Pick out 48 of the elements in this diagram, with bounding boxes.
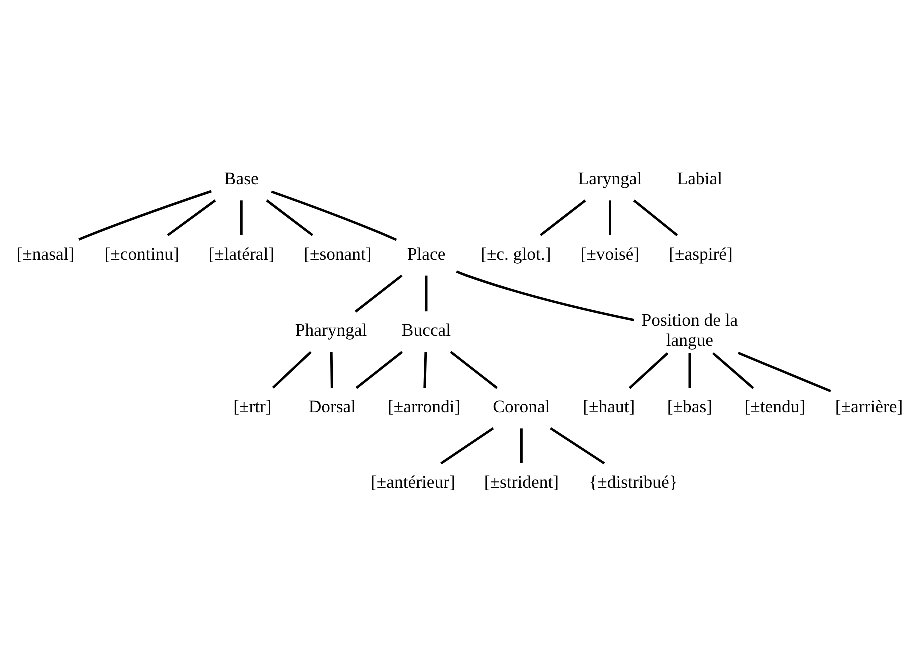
node-text: Place <box>407 243 446 264</box>
connector <box>440 426 494 464</box>
connector <box>609 200 612 235</box>
node-text: [±bas] <box>667 396 713 416</box>
connector <box>167 199 216 236</box>
node-text: [±nasal] <box>16 243 75 264</box>
node-text: Base <box>224 168 259 188</box>
connector <box>688 352 692 388</box>
connector <box>550 426 606 464</box>
connector <box>520 428 523 463</box>
connector <box>456 270 635 322</box>
node-text: [±antérieur] <box>371 471 456 492</box>
node-text: Dorsal <box>308 396 356 416</box>
connector <box>356 350 404 389</box>
node-text: [±arrière] <box>835 396 904 416</box>
connector <box>738 352 832 392</box>
connector <box>272 350 312 388</box>
node-text: [±arrondi] <box>388 396 461 416</box>
connector <box>271 190 398 241</box>
node-text: Labial <box>677 168 723 188</box>
node-text: Coronal <box>493 396 550 416</box>
connector <box>78 190 212 240</box>
node-text: [±tendu] <box>744 396 806 416</box>
node-text: [±haut] <box>583 396 636 416</box>
node-text: Laryngal <box>578 168 642 188</box>
connector <box>633 199 678 236</box>
node-text: Buccal <box>402 320 452 340</box>
node-text: [±continu] <box>104 243 180 264</box>
connector <box>540 199 586 236</box>
connector <box>330 352 334 388</box>
connector <box>425 275 428 312</box>
connector <box>355 274 403 312</box>
node-text: Position de la langue <box>642 310 738 350</box>
connector <box>629 352 669 389</box>
connector <box>712 352 754 389</box>
node-text: [±latéral] <box>208 243 275 264</box>
node-text: [±c. glot.] <box>481 243 552 264</box>
node-text: [±aspiré] <box>669 243 733 264</box>
node-text: [±rtr] <box>234 396 272 416</box>
connector <box>450 350 498 389</box>
node-text: Pharyngal <box>295 320 368 340</box>
connector <box>424 352 428 388</box>
node-text: {±distribué} <box>589 471 678 492</box>
node-text: [±voisé] <box>580 243 640 264</box>
node-text: [±strident] <box>484 471 560 492</box>
connector <box>240 200 243 235</box>
connector <box>266 199 314 236</box>
node-text: [±sonant] <box>304 243 372 264</box>
